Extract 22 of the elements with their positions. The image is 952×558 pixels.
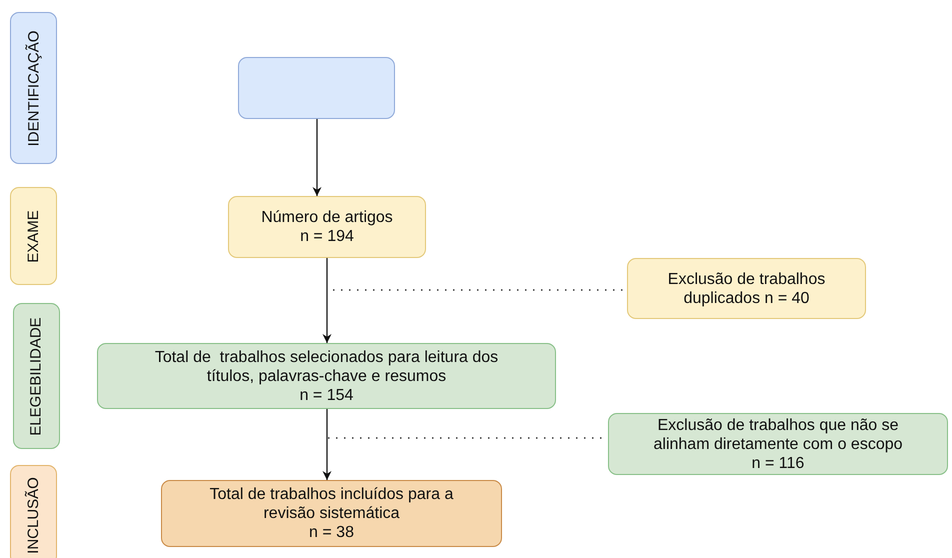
phase-label: EXAME bbox=[24, 210, 43, 262]
phase-label: IDENTIFICAÇÃO bbox=[24, 30, 43, 146]
phase-label: ELEGEBILIDADE bbox=[27, 316, 46, 436]
phase-label-box bbox=[10, 12, 57, 164]
source-box bbox=[238, 57, 395, 119]
box-text: Número de artigos n = 194 bbox=[261, 208, 393, 246]
phase-label-box bbox=[10, 187, 57, 285]
process-box bbox=[97, 343, 556, 409]
phase-label: INCLUSÃO bbox=[24, 476, 43, 554]
process-box bbox=[627, 258, 866, 319]
phase-label-box bbox=[10, 465, 57, 558]
arrow bbox=[322, 409, 332, 480]
box-text: Exclusão de trabalhos que não se alinham diretamente com o escopo n = 116 bbox=[653, 416, 903, 472]
phase-label-box bbox=[13, 303, 60, 449]
process-box bbox=[608, 413, 948, 475]
arrow bbox=[312, 119, 322, 196]
process-box bbox=[228, 196, 426, 258]
box-text: Total de trabalhos selecionados para leitura dos títulos, palavras-chave e resumos n = 154 bbox=[154, 348, 498, 404]
arrow bbox=[322, 258, 332, 343]
box-text: Exclusão de trabalhos duplicados n = 40 bbox=[668, 270, 826, 308]
box-text: Total de trabalhos incluídos para a revisão sistemática n = 38 bbox=[210, 485, 454, 542]
process-box bbox=[161, 480, 502, 547]
